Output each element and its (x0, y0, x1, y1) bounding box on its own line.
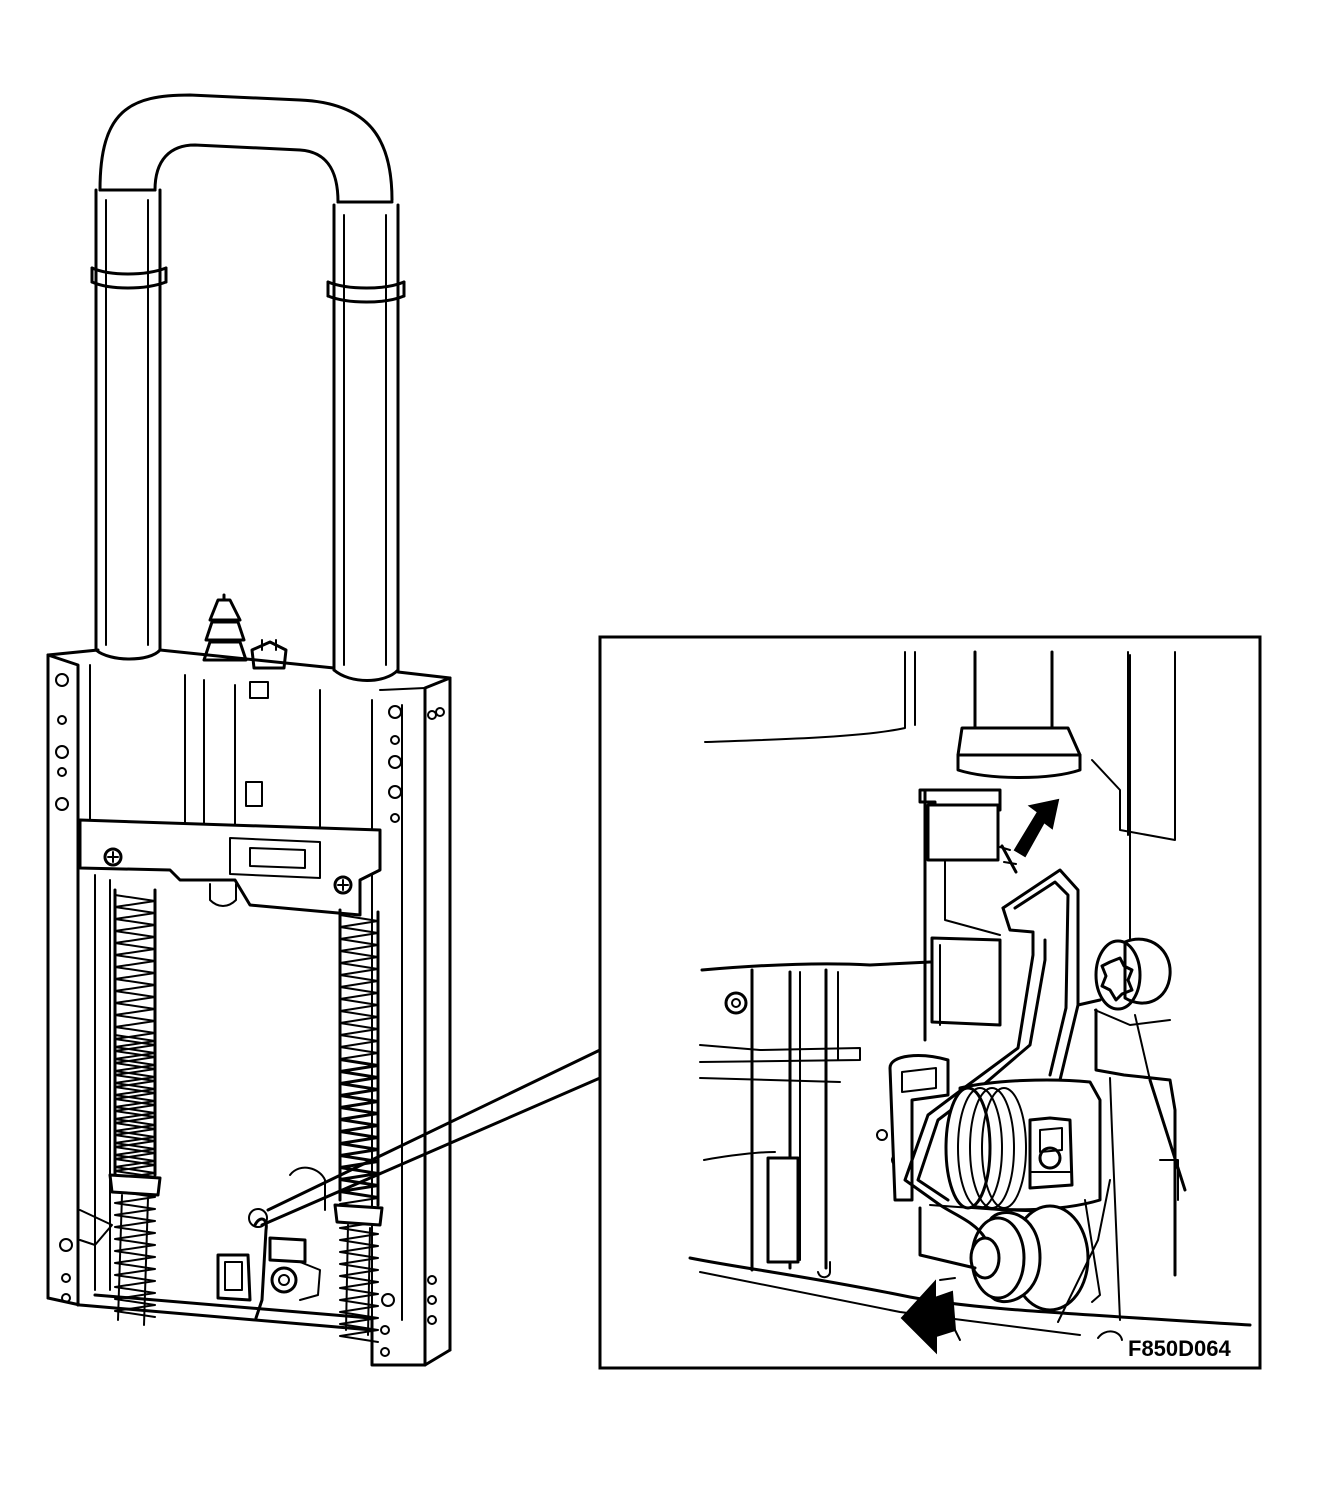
seat-frame-assembly (46, 93, 602, 1367)
roller-pin (918, 1179, 1123, 1341)
plug-fastener (202, 593, 248, 662)
detail-inset (598, 635, 1262, 1370)
torx-screw (1094, 937, 1172, 1026)
movement-arrow-icon-left (900, 1277, 961, 1355)
guide-bracket (78, 818, 382, 917)
movement-arrow-icon-up (999, 798, 1060, 874)
coil-spring-left (108, 888, 162, 1326)
seat-back-frame (46, 648, 452, 1367)
latch-mechanism-small (79, 1166, 372, 1320)
headrest-tube (90, 93, 406, 682)
torsion-spring-spool (929, 1078, 1102, 1213)
figure-code: F850D064 (1128, 1336, 1231, 1361)
coil-spring-right (333, 908, 384, 1343)
callout-leader (248, 1048, 602, 1228)
